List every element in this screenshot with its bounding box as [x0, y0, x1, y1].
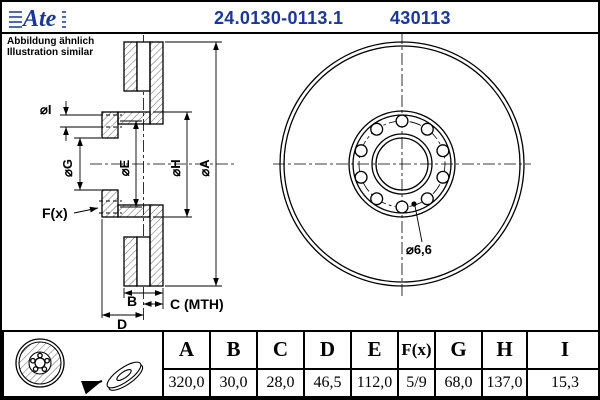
dim-value-c: 28,0	[256, 367, 305, 398]
dim-value-e: 112,0	[350, 367, 399, 398]
dim-label-h: ⌀H	[168, 159, 183, 176]
dimension-table: A B C D E F(x) G H I 320,0 30,0 28,0 46,…	[2, 330, 598, 398]
ate-logo: Ate	[8, 5, 70, 36]
dim-label-e: ⌀E	[117, 159, 132, 176]
header-divider	[2, 32, 598, 34]
part-number-primary: 24.0130-0113.1	[214, 8, 344, 28]
ate-logo-backplate	[22, 5, 62, 31]
hole-diameter-label: ⌀6,6	[406, 242, 432, 257]
col-header-d: D	[303, 330, 352, 370]
col-header-g: G	[434, 330, 483, 370]
col-header-b: B	[209, 330, 258, 370]
front-view: ⌀6,6	[273, 32, 531, 296]
col-header-h: H	[481, 330, 528, 370]
dim-label-d: D	[117, 316, 127, 332]
col-header-e: E	[350, 330, 399, 370]
small-hole-6-6	[411, 201, 417, 207]
dim-label-fx: F(x)	[42, 205, 68, 221]
cross-section-view: ⌀A ⌀H ⌀E ⌀G ⌀I F(x)	[40, 35, 234, 332]
part-number-secondary: 430113	[390, 8, 451, 28]
dim-label-g: ⌀G	[60, 159, 75, 177]
col-header-a: A	[162, 330, 211, 370]
dim-value-fx: 5/9	[397, 367, 436, 398]
bolt-holes	[354, 114, 450, 214]
col-header-fx: F(x)	[397, 330, 436, 370]
similarity-note: Abbildung ähnlich Illustration similar	[7, 36, 94, 58]
dim-label-c: C (MTH)	[170, 296, 224, 312]
angled-disc-icon	[80, 361, 144, 395]
dim-label-i: ⌀I	[40, 102, 51, 117]
dim-value-g: 68,0	[434, 367, 483, 398]
dim-value-b: 30,0	[209, 367, 258, 398]
col-header-c: C	[256, 330, 305, 370]
front-disc-icon	[15, 338, 65, 388]
dim-value-i: 15,3	[526, 367, 598, 398]
note-german: Abbildung ähnlich	[7, 36, 95, 47]
dim-value-h: 137,0	[481, 367, 528, 398]
col-header-i: I	[526, 330, 598, 370]
dim-label-a: ⌀A	[197, 159, 212, 177]
dim-value-d: 46,5	[303, 367, 352, 398]
note-english: Illustration similar	[7, 47, 94, 58]
dim-value-a: 320,0	[162, 367, 211, 398]
dim-label-b: B	[127, 293, 137, 309]
disc-icon-cell	[2, 330, 164, 398]
ate-logo-text: Ate	[21, 6, 57, 31]
